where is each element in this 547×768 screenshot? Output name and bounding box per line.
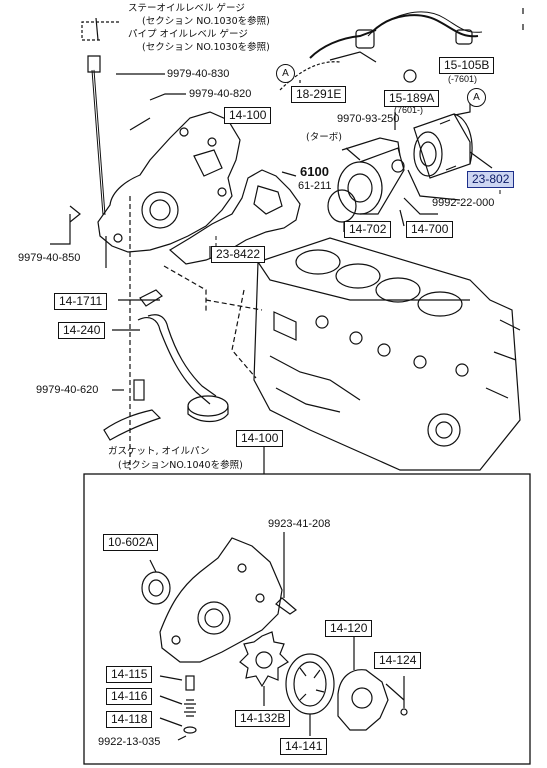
part-box-14-700[interactable]: 14-700 xyxy=(406,221,454,238)
part-9979-40-830: 9979-40-830 xyxy=(167,68,230,80)
serial-note-7601-after: (7601-) xyxy=(394,105,424,115)
part-box-14-100-top[interactable]: 14-100 xyxy=(224,107,272,124)
part-9979-40-820: 9979-40-820 xyxy=(189,88,252,100)
note-gauge-2: パイプ オイルレベル ゲージ xyxy=(128,29,248,40)
part-9979-40-850: 9979-40-850 xyxy=(18,252,81,264)
note-gauge-1-ref: (セクション NO.1030を参照) xyxy=(142,16,270,27)
part-box-14-124[interactable]: 14-124 xyxy=(374,652,422,669)
part-box-23-8422[interactable]: 23-8422 xyxy=(211,246,266,263)
part-box-10-602a[interactable]: 10-602A xyxy=(103,534,159,551)
note-gauge-1: ステーオイルレベル ゲージ xyxy=(128,3,245,14)
part-box-18-291e[interactable]: 18-291E xyxy=(291,86,347,103)
part-9970-93-250: 9970-93-250 xyxy=(337,113,400,125)
part-box-15-189a[interactable]: 15-189A xyxy=(384,90,440,107)
part-box-15-105b[interactable]: 15-105B xyxy=(439,57,495,74)
part-box-14-118[interactable]: 14-118 xyxy=(106,711,153,728)
note-turbo: (ターボ) xyxy=(306,132,342,143)
part-box-14-240[interactable]: 14-240 xyxy=(58,322,106,339)
part-box-23-802-selected[interactable]: 23-802 xyxy=(467,171,515,188)
note-gasket: ガスケット, オイルパン xyxy=(108,446,210,457)
part-9923-41-208: 9923-41-208 xyxy=(268,518,331,530)
note-gasket-ref: (セクションNO.1040を参照) xyxy=(118,460,243,471)
part-box-14-100-inset[interactable]: 14-100 xyxy=(236,430,284,447)
part-61-211: 61-211 xyxy=(298,180,332,192)
part-9979-40-620: 9979-40-620 xyxy=(36,384,99,396)
serial-note-7601-before: (-7601) xyxy=(448,74,478,84)
part-6100: 6100 xyxy=(300,164,329,179)
part-box-14-702[interactable]: 14-702 xyxy=(344,221,392,238)
part-9992-22-000: 9992-22-000 xyxy=(432,197,495,209)
part-box-14-141[interactable]: 14-141 xyxy=(280,738,328,755)
part-box-14-115[interactable]: 14-115 xyxy=(106,666,153,683)
part-box-14-1711[interactable]: 14-1711 xyxy=(54,293,108,310)
marker-a-left: A xyxy=(276,64,295,83)
part-box-14-120[interactable]: 14-120 xyxy=(325,620,373,637)
part-box-14-132b[interactable]: 14-132B xyxy=(235,710,291,727)
part-box-14-116[interactable]: 14-116 xyxy=(106,688,153,705)
part-9922-13-035: 9922-13-035 xyxy=(98,736,161,748)
marker-a-right: A xyxy=(467,88,486,107)
note-gauge-2-ref: (セクション NO.1030を参照) xyxy=(142,42,270,53)
